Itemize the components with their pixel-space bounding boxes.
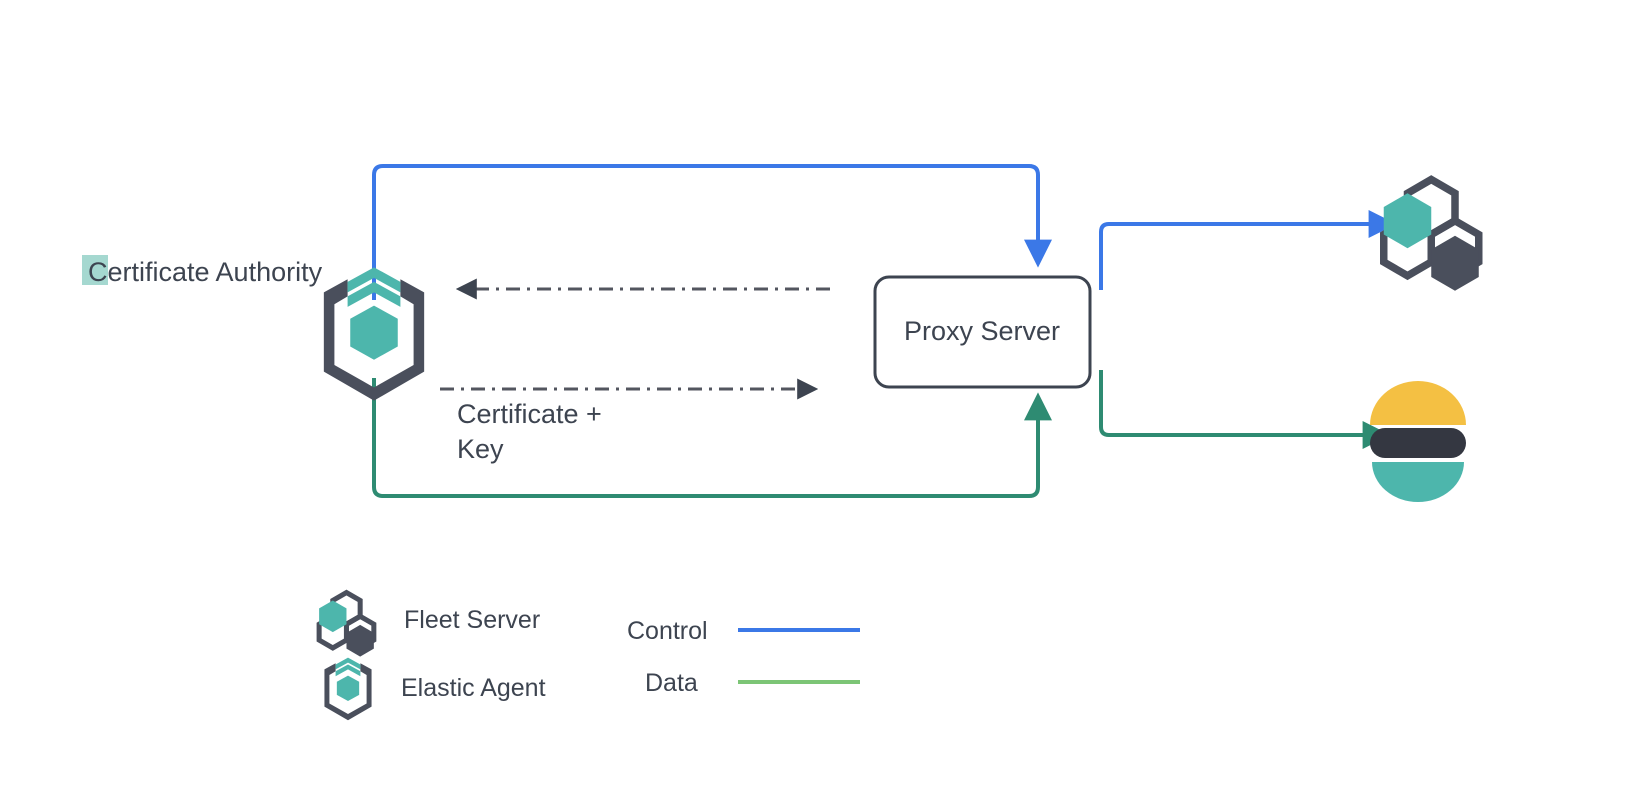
legend: Fleet Server Elastic Agent Control Data <box>316 589 860 721</box>
certificate-key-line1: Certificate + <box>457 399 602 429</box>
data-line-agent-proxy <box>372 378 1052 498</box>
proxy-server-box[interactable] <box>873 275 1092 389</box>
legend-fleet-hex-teal <box>319 600 347 633</box>
edge-agent-to-proxy-control <box>372 164 1052 300</box>
control-line-agent-proxy <box>372 164 1052 300</box>
legend-agent-chevron-top <box>335 657 361 670</box>
fleet-hex-teal <box>1383 193 1432 249</box>
legend-fleet-hex-bottomleft <box>316 613 349 651</box>
legend-label-elastic-agent: Elastic Agent <box>401 674 546 702</box>
elasticsearch-teal-arc <box>1372 462 1464 502</box>
edge-proxy-to-elasticsearch-data <box>1099 370 1391 449</box>
certificate-authority-label: Certificate Authority <box>88 257 323 287</box>
certificate-key-edge-label: Certificate + Key <box>457 399 602 464</box>
legend-label-data: Data <box>645 669 698 697</box>
elastic-agent-icon <box>323 267 425 401</box>
legend-fleet-server-icon <box>316 589 377 657</box>
certificate-key-line2: Key <box>457 434 504 464</box>
agent-chevron-bottom <box>347 281 401 307</box>
fleet-hex-dark <box>1431 235 1479 291</box>
data-line-proxy-elasticsearch <box>1099 370 1391 449</box>
legend-agent-center-hex <box>336 675 360 702</box>
legend-line-data: Data <box>645 669 860 697</box>
legend-line-control: Control <box>627 617 860 645</box>
control-line-proxy-fleet <box>1099 210 1397 290</box>
legend-label-control: Control <box>627 617 708 645</box>
edge-agent-to-proxy-data <box>372 378 1052 498</box>
proxy-server-node[interactable]: Proxy Server <box>873 275 1092 389</box>
elasticsearch-icon <box>1370 381 1466 502</box>
agent-chevron-top <box>347 267 401 293</box>
certificate-authority-highlight <box>82 255 108 285</box>
legend-item-fleet-server: Fleet Server <box>316 589 540 657</box>
agent-center-hex <box>350 305 398 360</box>
edge-proxy-to-fleet-control <box>1099 210 1397 290</box>
legend-elastic-agent-icon <box>324 657 372 721</box>
elasticsearch-dark-bar <box>1370 428 1466 458</box>
fleet-server-icon <box>1380 175 1483 291</box>
elasticsearch-yellow-arc <box>1370 381 1466 425</box>
agent-bracket <box>323 279 425 401</box>
legend-agent-chevron-bottom <box>335 664 361 677</box>
certificate-authority-node: Certificate Authority <box>82 255 323 287</box>
legend-item-elastic-agent: Elastic Agent <box>324 657 546 721</box>
proxy-server-label: Proxy Server <box>904 316 1060 346</box>
legend-agent-bracket <box>324 663 372 721</box>
legend-label-fleet-server: Fleet Server <box>404 606 540 634</box>
legend-fleet-hex-dark <box>346 624 374 657</box>
